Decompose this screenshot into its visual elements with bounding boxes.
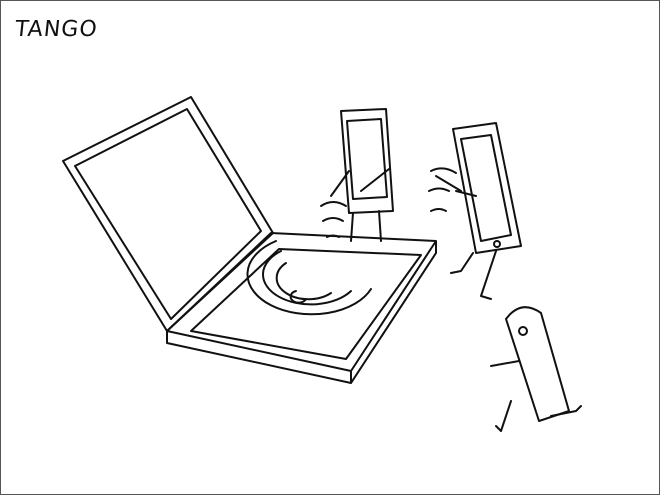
phone-2 xyxy=(428,122,522,300)
phone-3 xyxy=(490,306,582,432)
pizza-box xyxy=(62,96,437,384)
phone-1 xyxy=(320,108,394,242)
box-base xyxy=(166,232,437,384)
wifi-spiral xyxy=(246,240,372,316)
box-lid xyxy=(62,96,274,332)
